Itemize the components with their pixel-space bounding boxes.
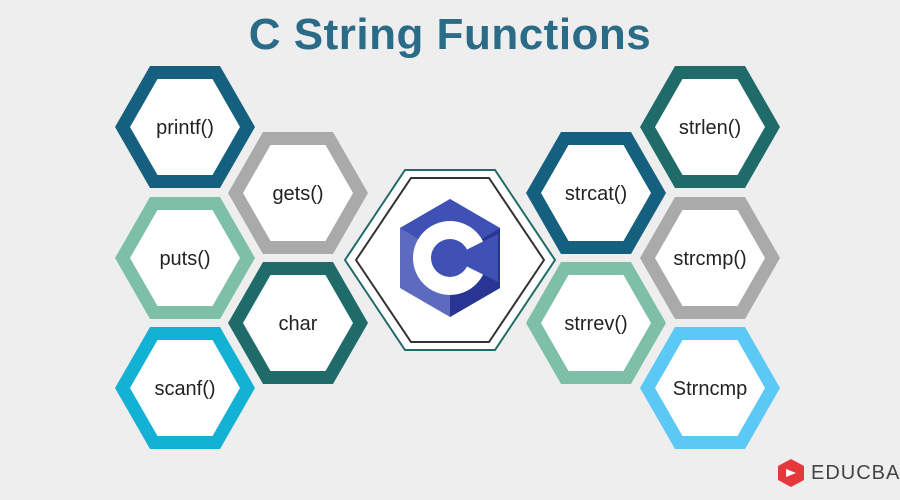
hexagon-fill: [243, 275, 353, 371]
educba-brand[interactable]: EDUCBA: [775, 458, 899, 488]
hexagon-label-strcmp: strcmp(): [673, 248, 746, 270]
hexagon-label-char: char: [279, 313, 318, 335]
hexagon-label-strcat: strcat(): [565, 183, 627, 205]
hexagon-strncmp: Strncmp: [640, 327, 780, 449]
hexagon-fill: [655, 210, 765, 306]
hexagon-label-strlen: strlen(): [679, 117, 741, 139]
educba-logo-icon: [778, 459, 804, 487]
hexagon-strcat: strcat(): [526, 132, 666, 254]
hexagon-fill: [243, 145, 353, 241]
hexagon-label-strncmp: Strncmp: [673, 378, 747, 400]
hexagon-strcmp: strcmp(): [640, 197, 780, 319]
hexagon-scanf: scanf(): [115, 327, 255, 449]
hexagon-label-gets: gets(): [272, 183, 323, 205]
hexagon-fill: [541, 275, 651, 371]
hexagon-label-puts: puts(): [159, 248, 210, 270]
brand-name: EDUCBA: [811, 462, 900, 484]
hexagon-gets: gets(): [228, 132, 368, 254]
hexagon-fill: [541, 145, 651, 241]
hexagon-strlen: strlen(): [640, 66, 780, 188]
hexagon-printf: printf(): [115, 66, 255, 188]
hexagon-strrev: strrev(): [526, 262, 666, 384]
c-language-logo-icon: [400, 199, 500, 317]
hexagon-fill: [130, 340, 240, 436]
hexagon-label-printf: printf(): [156, 117, 214, 139]
hexagon-label-scanf: scanf(): [154, 378, 215, 400]
hexagon-fill: [655, 340, 765, 436]
hexagon-fill: [130, 79, 240, 175]
center-hexagon: [343, 169, 557, 351]
hexagon-puts: puts(): [115, 197, 255, 319]
hexagon-label-strrev: strrev(): [564, 313, 627, 335]
hexagon-fill: [655, 79, 765, 175]
hexagon-fill: [130, 210, 240, 306]
hexagon-char: char: [228, 262, 368, 384]
page-title: C String Functions: [248, 10, 652, 59]
